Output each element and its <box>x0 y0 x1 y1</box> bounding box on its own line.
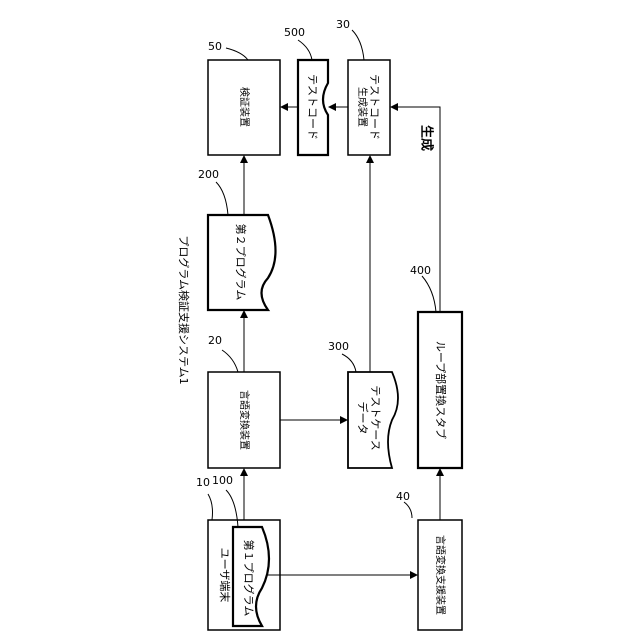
test-code-label: テストコード <box>306 74 319 140</box>
leader-50 <box>226 48 248 60</box>
test-case-label-2: データ <box>356 402 370 435</box>
leader-20 <box>222 350 238 372</box>
user-terminal-label: ユーザ端末 <box>218 548 232 603</box>
conversion-support-label: 言語変換支援装置 <box>434 535 447 615</box>
program2-label: 第２プログラム <box>234 224 248 301</box>
test-case-label-1: テストケース <box>369 385 382 450</box>
leader-300 <box>342 354 356 372</box>
leader-10 <box>208 494 213 520</box>
converter-label: 言語変換装置 <box>238 390 251 450</box>
ref-300: 300 <box>328 340 349 353</box>
test-code-generator-label-2: 生成装置 <box>356 87 369 127</box>
leader-400 <box>422 276 436 312</box>
leader-40 <box>404 502 412 518</box>
ref-200: 200 <box>198 168 219 181</box>
ref-100: 100 <box>212 474 233 487</box>
generate-edge-label: 生成 <box>419 125 435 151</box>
ref-50: 50 <box>208 40 222 53</box>
loop-stub-label: ループ部置換スタブ <box>434 341 448 439</box>
verifier-label: 検証装置 <box>238 87 251 127</box>
ref-10: 10 <box>196 476 210 489</box>
ref-400: 400 <box>410 264 431 277</box>
ref-20: 20 <box>208 334 222 347</box>
leader-200 <box>216 182 228 215</box>
ref-30: 30 <box>336 18 350 31</box>
ref-500: 500 <box>284 26 305 39</box>
leader-30 <box>352 30 364 60</box>
test-code-generator-label-1: テストコード <box>368 74 381 140</box>
system-label: プログラム検証支援システム1 <box>177 235 191 384</box>
ref-40: 40 <box>396 490 410 503</box>
leader-500 <box>298 40 312 60</box>
program1-label: 第１プログラム <box>242 540 256 617</box>
